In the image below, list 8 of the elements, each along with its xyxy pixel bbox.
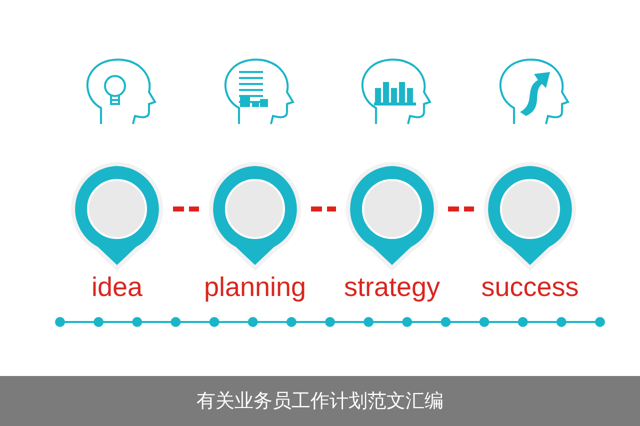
node-label: strategy: [344, 272, 440, 302]
dashed-connector: [448, 206, 474, 212]
node-label: planning: [204, 272, 306, 302]
node-label: idea: [91, 272, 143, 302]
node-label: success: [481, 272, 579, 302]
dashed-connector: [311, 206, 336, 212]
caption: 有关业务员工作计划范文汇编: [196, 390, 444, 414]
dashed-connector: [173, 206, 199, 212]
